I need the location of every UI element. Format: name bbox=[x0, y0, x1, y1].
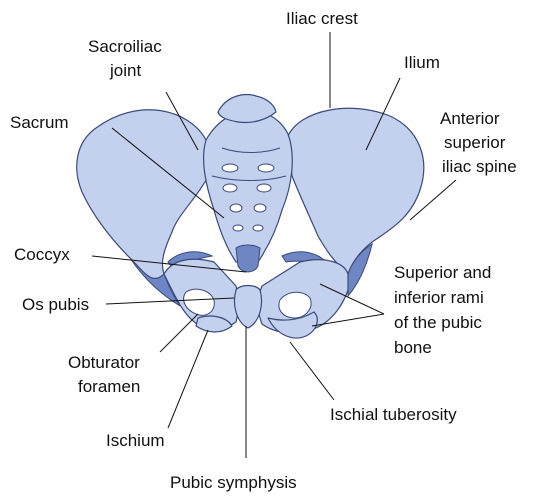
label-rami-line1: Superior and bbox=[394, 263, 491, 282]
label-ischial-tuberosity: Ischial tuberosity bbox=[330, 405, 457, 424]
coccyx-shape bbox=[236, 245, 260, 272]
sacrum-shape bbox=[204, 110, 293, 262]
label-pubic-symphysis: Pubic symphysis bbox=[170, 473, 297, 492]
label-ischium: Ischium bbox=[106, 431, 165, 450]
sacral-foramen-1 bbox=[222, 164, 238, 172]
sacral-foramen-8 bbox=[253, 225, 263, 231]
pelvis-bones bbox=[77, 95, 424, 338]
leader-obturator bbox=[160, 314, 198, 352]
label-os-pubis: Os pubis bbox=[22, 295, 89, 314]
sacral-foramen-6 bbox=[254, 204, 266, 212]
label-asis-line2: superior bbox=[444, 133, 506, 152]
sacral-foramen-4 bbox=[257, 184, 271, 192]
label-rami-line2: inferior rami bbox=[394, 288, 484, 307]
label-coccyx: Coccyx bbox=[14, 245, 70, 264]
label-obturator-line1: Obturator bbox=[68, 353, 140, 372]
label-iliac-crest: Iliac crest bbox=[286, 9, 358, 28]
label-obturator-line2: foramen bbox=[78, 377, 140, 396]
right-ilium bbox=[288, 108, 424, 274]
leader-ischium bbox=[168, 330, 208, 428]
label-asis-line3: iliac spine bbox=[442, 157, 517, 176]
label-sacroiliac-line1: Sacroiliac bbox=[88, 37, 162, 56]
label-sacrum: Sacrum bbox=[10, 113, 69, 132]
sacral-foramen-5 bbox=[230, 204, 242, 212]
label-ilium: Ilium bbox=[404, 53, 440, 72]
leader-ischial-tuberosity bbox=[290, 342, 334, 400]
pubic-symphysis-shape bbox=[235, 286, 262, 329]
label-rami-line4: bone bbox=[394, 338, 432, 357]
label-sacroiliac-line2: joint bbox=[109, 61, 141, 80]
sacral-foramen-2 bbox=[258, 164, 274, 172]
right-obturator-foramen bbox=[279, 292, 311, 318]
label-rami-line3: of the pubic bbox=[394, 313, 482, 332]
label-asis-line1: Anterior bbox=[440, 109, 500, 128]
sacral-foramen-3 bbox=[223, 184, 237, 192]
sacral-foramen-7 bbox=[233, 225, 243, 231]
